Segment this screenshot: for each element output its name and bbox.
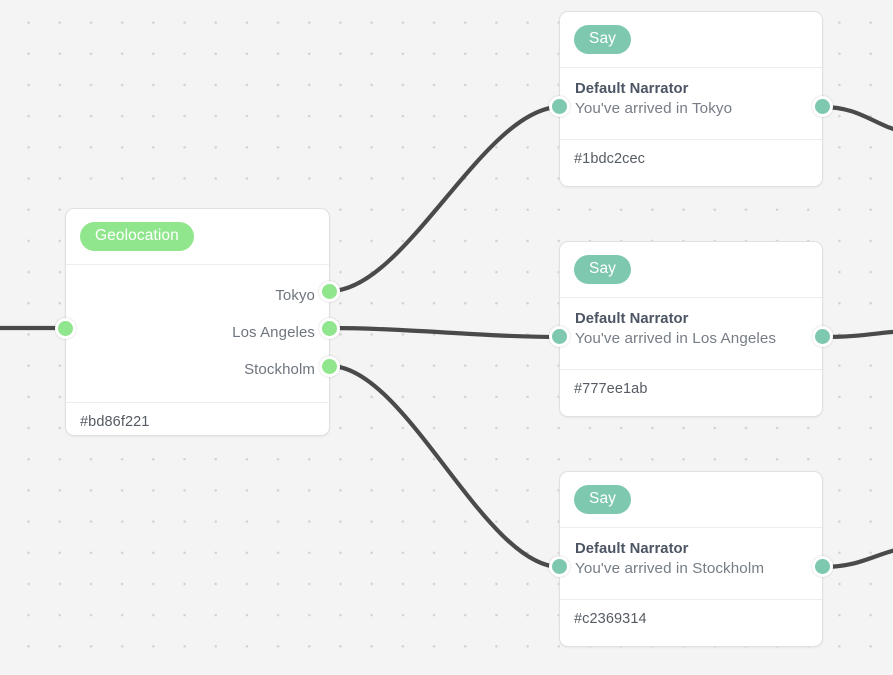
output-row-tokyo[interactable]: Tokyo [66,277,329,314]
node-say-los-angeles[interactable]: Say Default Narrator You've arrived in L… [559,241,823,417]
node-id-say-los-angeles: #777ee1ab [560,368,822,409]
port-output-los-angeles[interactable] [319,318,340,339]
node-id-say-stockholm: #c2369314 [560,598,822,639]
edge-stockholm [327,363,563,570]
node-header-geolocation: Geolocation [66,209,329,265]
narrator-label-say-stockholm: Default Narrator [575,540,689,557]
node-geolocation[interactable]: Geolocation Tokyo Los Angeles Stockholm … [65,208,330,436]
node-type-badge-say-los-angeles: Say [574,255,632,284]
node-say-tokyo[interactable]: Say Default Narrator You've arrived in T… [559,11,823,187]
port-input-say-stockholm[interactable] [549,556,570,577]
node-header-say-tokyo: Say [560,12,822,68]
narrator-label-say-los-angeles: Default Narrator [575,310,689,327]
node-id-geolocation: #bd86f221 [66,401,329,442]
narrator-label-say-tokyo: Default Narrator [575,80,689,97]
utterance-text-say-tokyo: You've arrived in Tokyo [575,99,733,117]
node-body-say-tokyo: Default Narrator You've arrived in Tokyo [560,68,822,139]
node-header-say-los-angeles: Say [560,242,822,298]
port-input-say-tokyo[interactable] [549,96,570,117]
output-label-stockholm: Stockholm [244,360,315,378]
node-body-say-los-angeles: Default Narrator You've arrived in Los A… [560,298,822,369]
node-header-say-stockholm: Say [560,472,822,528]
node-say-stockholm[interactable]: Say Default Narrator You've arrived in S… [559,471,823,647]
port-output-say-stockholm[interactable] [812,556,833,577]
node-body-say-stockholm: Default Narrator You've arrived in Stock… [560,528,822,599]
utterance-text-say-stockholm: You've arrived in Stockholm [575,559,765,577]
output-label-tokyo: Tokyo [275,286,315,304]
node-type-badge-say-tokyo: Say [574,25,632,54]
node-type-badge-geolocation: Geolocation [80,222,194,251]
node-id-say-tokyo: #1bdc2cec [560,138,822,179]
output-label-los-angeles: Los Angeles [232,323,315,341]
node-body-geolocation: Tokyo Los Angeles Stockholm [66,265,329,402]
port-input-geolocation[interactable] [55,318,76,339]
port-output-tokyo[interactable] [319,281,340,302]
output-row-stockholm[interactable]: Stockholm [66,351,329,388]
port-output-say-tokyo[interactable] [812,96,833,117]
port-output-say-los-angeles[interactable] [812,326,833,347]
edge-tokyo [327,104,563,294]
edge-los-angeles [327,325,563,340]
edge-outgoing-tokyo [819,104,893,132]
utterance-text-say-los-angeles: You've arrived in Los Angeles [575,329,777,347]
port-output-stockholm[interactable] [319,356,340,377]
port-input-say-los-angeles[interactable] [549,326,570,347]
node-type-badge-say-stockholm: Say [574,485,632,514]
output-row-los-angeles[interactable]: Los Angeles [66,314,329,351]
